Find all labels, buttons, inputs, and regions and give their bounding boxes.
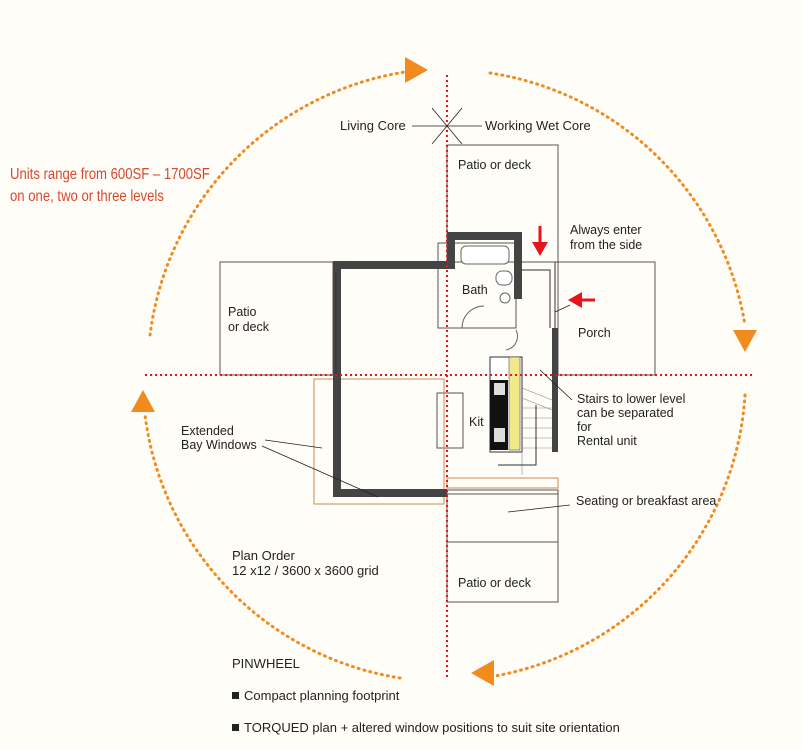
sink-icon	[499, 292, 511, 304]
note-item: TORQUED plan + altered window positions …	[232, 720, 620, 735]
arc-bottom-right	[493, 393, 747, 678]
bay-windows-label-1: Extended	[181, 424, 234, 438]
headline-line-2: on one, two or three levels	[10, 188, 164, 205]
unit-range-headline: Units range from 600SF – 1700SF on one, …	[10, 164, 210, 208]
kitchen-yellow-panel	[508, 356, 521, 451]
kit-label: Kit	[469, 415, 484, 429]
bullet-icon	[232, 692, 239, 699]
stairs-label-1: Stairs to lower level	[577, 392, 686, 406]
note-text: TORQUED plan + altered window positions …	[244, 720, 620, 735]
plan-order-label-2: 12 x12 / 3600 x 3600 grid	[232, 563, 379, 578]
arrow-left-icon	[471, 660, 494, 686]
seating-label: Seating or breakfast area	[576, 494, 717, 508]
stairs-label-3: for	[577, 420, 592, 434]
arc-bottom-left	[143, 413, 402, 680]
arrow-down-icon	[733, 330, 757, 352]
stairs	[521, 387, 553, 475]
bath-label: Bath	[462, 283, 488, 297]
toilet-icon	[495, 270, 513, 286]
notes-title: PINWHEEL	[232, 656, 300, 671]
plan-order-label-1: Plan Order	[232, 548, 295, 563]
bathtub-icon	[460, 245, 510, 265]
porch-label: Porch	[578, 326, 611, 340]
living-core-label: Living Core	[340, 118, 406, 133]
patio-bottom-label: Patio or deck	[458, 576, 531, 590]
always-enter-label-2: from the side	[570, 238, 643, 252]
walls	[333, 232, 558, 497]
arrow-right-icon	[405, 57, 428, 83]
entry-arrow-down-icon	[532, 242, 548, 256]
arc-top-right	[488, 71, 747, 327]
patio-top-label: Patio or deck	[458, 158, 531, 172]
note-text: Compact planning footprint	[244, 688, 400, 703]
note-item: Compact planning footprint	[232, 688, 399, 703]
arc-top-left	[148, 70, 407, 337]
porch	[557, 261, 656, 376]
patio-left-label-1: Patio	[228, 305, 257, 319]
always-enter-label-1: Always enter	[570, 223, 642, 237]
stairs-label-2: can be separated	[577, 406, 674, 420]
stairs-label-4: Rental unit	[577, 434, 637, 448]
working-wet-core-label: Working Wet Core	[485, 118, 591, 133]
headline-line-1: Units range from 600SF – 1700SF	[10, 166, 210, 183]
bullet-icon	[232, 724, 239, 731]
patio-left-label-2: or deck	[228, 320, 269, 334]
cooktop-icon	[494, 428, 505, 442]
arrow-up-icon	[131, 390, 155, 412]
bay-window-outline	[313, 378, 445, 505]
entry-arrow-left-icon	[568, 292, 582, 308]
bay-windows-label-2: Bay Windows	[181, 438, 257, 452]
